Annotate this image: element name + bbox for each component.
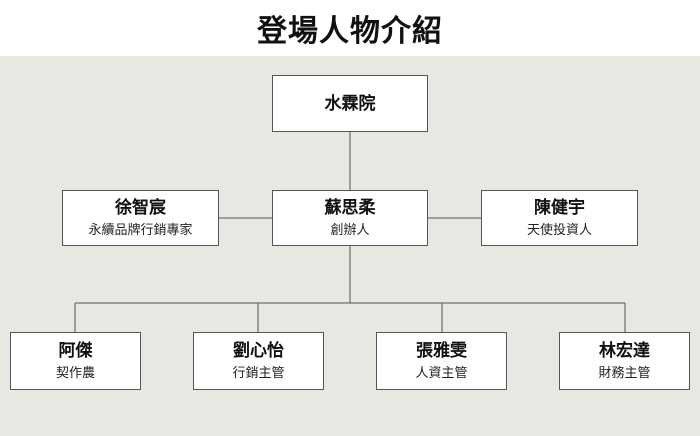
node-center: 蘇思柔 創辦人 — [272, 190, 428, 246]
node-name: 水霖院 — [324, 93, 376, 114]
node-bottom-1: 阿傑 契作農 — [10, 332, 141, 390]
node-role: 財務主管 — [598, 365, 651, 381]
node-role: 人資主管 — [415, 365, 468, 381]
node-name: 陳健宇 — [534, 197, 585, 218]
node-top: 水霖院 — [272, 75, 428, 132]
node-right: 陳健宇 天使投資人 — [481, 190, 638, 246]
node-role: 創辦人 — [330, 222, 370, 238]
node-bottom-2: 劉心怡 行銷主管 — [193, 332, 324, 390]
title-bar: 登場人物介紹 — [0, 0, 700, 56]
node-role: 永續品牌行銷專家 — [88, 222, 193, 238]
node-name: 阿傑 — [58, 340, 93, 361]
page-title: 登場人物介紹 — [257, 14, 443, 49]
node-left: 徐智宸 永續品牌行銷專家 — [62, 190, 219, 246]
node-role: 契作農 — [55, 365, 95, 381]
node-role: 天使投資人 — [526, 222, 592, 238]
node-name: 張雅雯 — [416, 340, 467, 361]
node-role: 行銷主管 — [232, 365, 285, 381]
node-name: 林宏達 — [599, 340, 650, 361]
node-name: 蘇思柔 — [324, 197, 376, 218]
node-name: 劉心怡 — [233, 340, 284, 361]
node-bottom-3: 張雅雯 人資主管 — [376, 332, 507, 390]
node-name: 徐智宸 — [115, 197, 166, 218]
node-bottom-4: 林宏達 財務主管 — [559, 332, 690, 390]
